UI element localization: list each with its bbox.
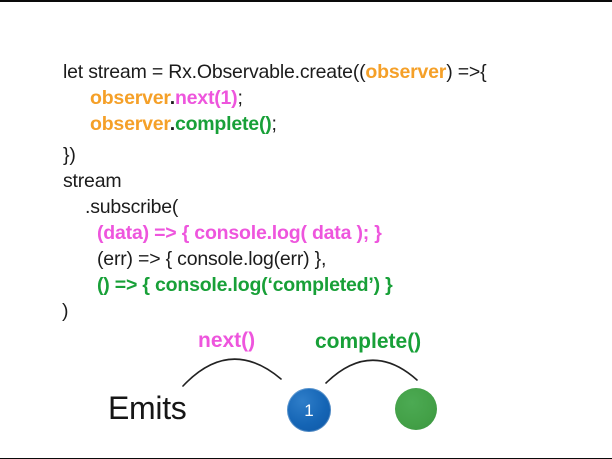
code-text: ) =>{ xyxy=(446,61,487,83)
slide-top-border xyxy=(0,0,612,2)
slide-bottom-border xyxy=(0,457,612,459)
code-line-9-complete-handler: () => { console.log(‘completed’) } xyxy=(97,274,393,296)
keyword-observer: observer xyxy=(365,61,447,83)
code-text: ; xyxy=(237,87,243,109)
code-line-4: }) xyxy=(63,144,76,166)
marble-complete xyxy=(395,388,437,430)
code-text: ; xyxy=(271,113,277,135)
marble-value: 1 xyxy=(304,400,314,420)
complete-label: complete() xyxy=(315,330,422,353)
code-line-3: observer.complete(); xyxy=(90,113,277,135)
code-line-7-data-handler: (data) => { console.log( data ); } xyxy=(97,222,382,244)
keyword-complete: complete() xyxy=(174,113,272,135)
next-label: next() xyxy=(198,329,256,352)
code-text: . xyxy=(169,113,175,135)
code-text: let stream = Rx.Observable.create(( xyxy=(63,61,366,83)
complete-arc-icon xyxy=(325,359,418,384)
code-line-10: ) xyxy=(62,300,69,322)
keyword-observer: observer xyxy=(90,87,170,109)
code-text: . xyxy=(169,87,175,109)
code-line-8-error-handler: (err) => { console.log(err) }, xyxy=(97,248,327,270)
emits-label: Emits xyxy=(108,390,187,426)
next-arc-icon xyxy=(182,358,282,387)
keyword-observer: observer xyxy=(90,113,170,135)
keyword-next: next(1) xyxy=(174,87,238,109)
code-line-1: let stream = Rx.Observable.create((obser… xyxy=(63,61,487,83)
code-line-5: stream xyxy=(63,170,122,192)
code-line-6: .subscribe( xyxy=(85,196,179,218)
code-line-2: observer.next(1); xyxy=(90,87,243,109)
marble-next-value: 1 xyxy=(287,388,331,432)
